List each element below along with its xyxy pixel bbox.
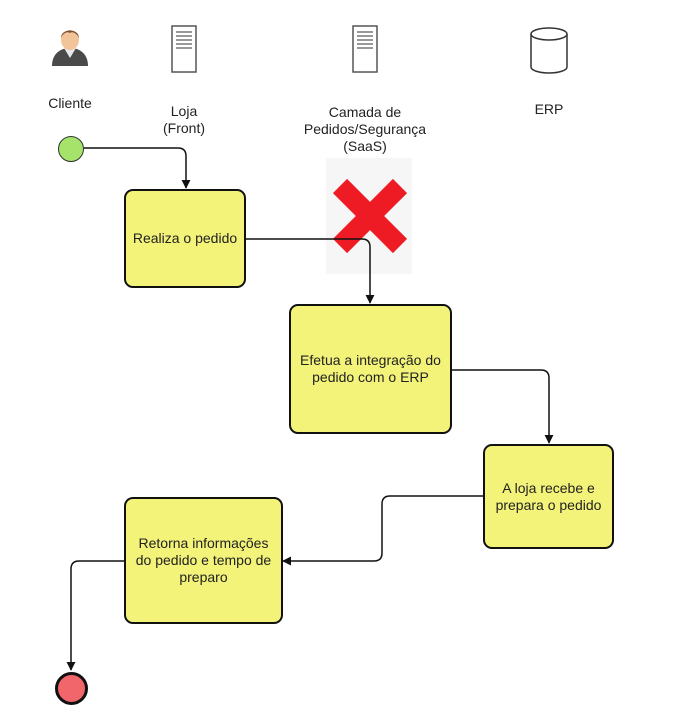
connector-task4-to-end: [66, 560, 124, 671]
database-icon: [530, 27, 568, 74]
connector-task3-to-task4: [282, 495, 484, 566]
lane-label-text: Camada de Pedidos/Segurança (SaaS): [303, 104, 427, 154]
task-efetua-integracao[interactable]: Efetua a integração do pedido com o ERP: [289, 304, 452, 434]
task-label: Realiza o pedido: [132, 230, 238, 246]
lane-label-text: Cliente: [48, 95, 92, 111]
connector-task2-to-task3: [452, 369, 554, 444]
task-label: A loja recebe e prepara o pedido: [495, 479, 602, 513]
lane-label-camada: Camada de Pedidos/Segurança (SaaS): [290, 87, 440, 155]
connector-start-to-task1: [84, 147, 191, 189]
connector-task1-to-task2: [246, 238, 375, 304]
end-event[interactable]: [55, 672, 88, 705]
start-event[interactable]: [58, 136, 84, 162]
lane-label-erp: ERP: [510, 101, 588, 118]
cross-icon: [326, 158, 412, 274]
task-realiza-pedido[interactable]: Realiza o pedido: [124, 189, 246, 288]
lane-label-cliente: Cliente: [20, 95, 120, 112]
task-loja-recebe[interactable]: A loja recebe e prepara o pedido: [483, 444, 614, 549]
task-label: Retorna informações do pedido e tempo de…: [135, 535, 272, 585]
lane-label-text: Loja (Front): [163, 103, 205, 136]
task-retorna-informacoes[interactable]: Retorna informações do pedido e tempo de…: [124, 497, 283, 624]
user-icon: [52, 30, 88, 66]
task-label: Efetua a integração do pedido com o ERP: [300, 352, 441, 385]
lane-label-text: ERP: [534, 101, 564, 117]
lane-label-loja: Loja (Front): [134, 86, 234, 137]
server-icon: [352, 25, 378, 73]
server-icon: [171, 25, 197, 73]
